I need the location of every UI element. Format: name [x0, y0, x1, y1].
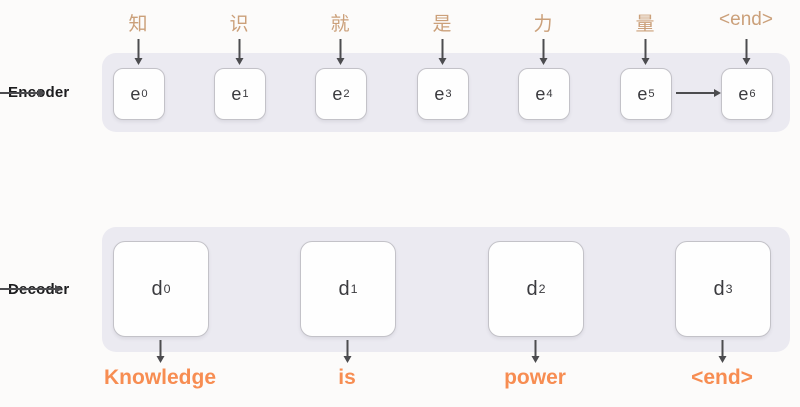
down-arrow-icon	[531, 340, 540, 363]
decoder-output-token: is	[338, 366, 356, 389]
decoder-output-token: Knowledge	[103, 366, 217, 389]
down-arrow-icon	[742, 39, 751, 65]
decoder-label: Decoder	[8, 281, 70, 298]
encoder-input-token: 识	[229, 14, 249, 35]
right-arrow-icon	[676, 88, 721, 97]
down-arrow-icon	[718, 340, 727, 363]
right-arrow-icon	[0, 284, 62, 293]
cell-label: d	[713, 277, 725, 300]
encoder-input-token: <end>	[719, 9, 773, 30]
cell-label: e	[738, 83, 749, 104]
cell-label: e	[332, 83, 343, 104]
encoder-input-token: 就	[330, 14, 350, 35]
right-arrow-icon	[0, 88, 45, 97]
down-arrow-icon	[343, 340, 352, 363]
down-arrow-icon	[134, 39, 143, 65]
down-arrow-icon	[438, 39, 447, 65]
decoder-output-token: power	[504, 366, 566, 389]
cell-label: e	[637, 83, 648, 104]
encoder-input-token: 力	[533, 14, 553, 35]
down-arrow-icon	[641, 39, 650, 65]
encoder-input-token: 量	[635, 14, 655, 35]
down-arrow-icon	[336, 39, 345, 65]
cell-label: e	[130, 83, 141, 104]
cell-label: d	[338, 277, 350, 300]
cell-label: d	[151, 277, 163, 300]
cell-label: e	[434, 83, 445, 104]
cell-label: e	[535, 83, 546, 104]
down-arrow-icon	[156, 340, 165, 363]
cell-label: e	[231, 83, 242, 104]
cell-label: d	[526, 277, 538, 300]
decoder-output-token: <end>	[691, 366, 753, 389]
down-arrow-icon	[539, 39, 548, 65]
encoder-input-token: 知	[128, 14, 148, 35]
down-arrow-icon	[235, 39, 244, 65]
encoder-input-token: 是	[432, 14, 452, 35]
